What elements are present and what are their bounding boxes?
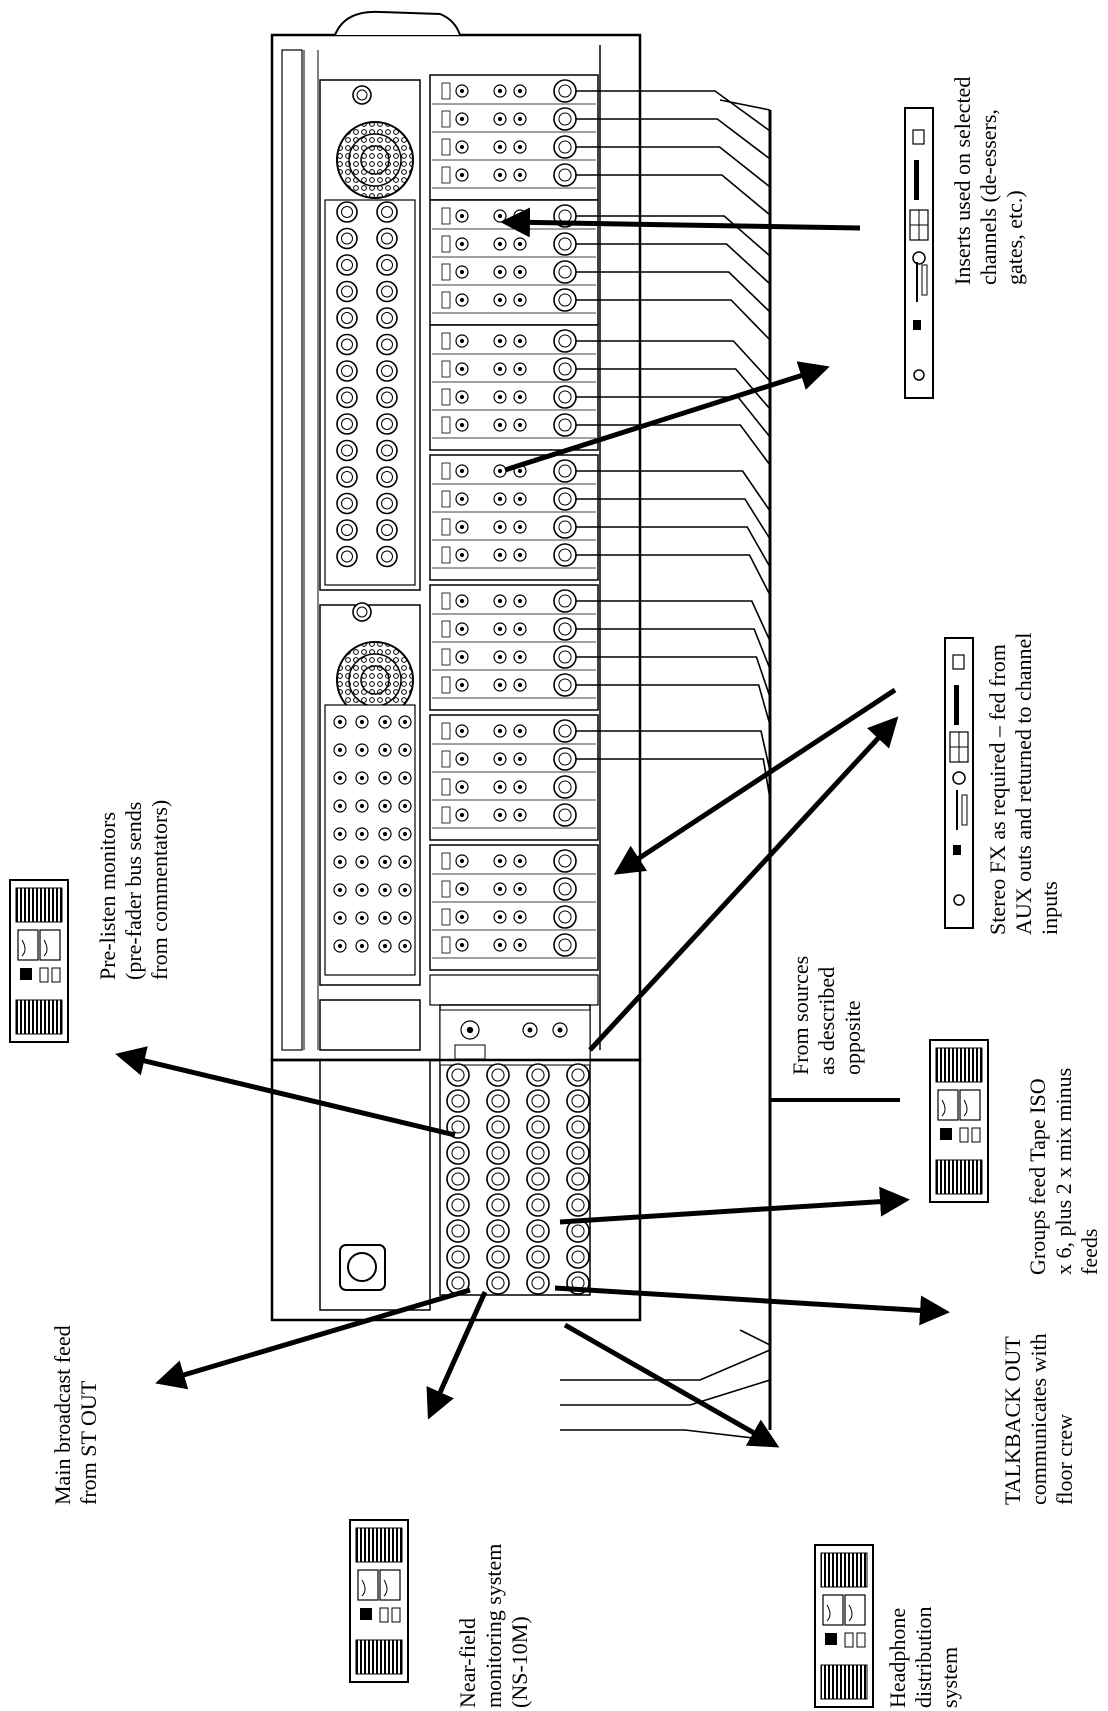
- rear-xlr-inputs: [325, 86, 415, 1084]
- talkback-arrow: [555, 1288, 945, 1312]
- stereo-fx-return-arrow: [618, 690, 895, 872]
- headphone-arrow: [565, 1325, 775, 1445]
- prelisten-monitor-amp-icon: [10, 880, 68, 1042]
- stereo-fx-processor-icon: [945, 638, 973, 928]
- groups-arrow: [560, 1200, 905, 1222]
- inserts-processor-icon: [905, 108, 933, 398]
- channel-input-modules: [430, 75, 598, 1005]
- main-broadcast-arrow: [160, 1290, 470, 1382]
- mixing-console-icon: [272, 12, 640, 1320]
- headphone-amp-icon: [815, 1545, 873, 1707]
- nearfield-amp-icon: [350, 1520, 408, 1682]
- tape-iso-recorder-icon: [930, 1040, 988, 1202]
- nearfield-arrow: [430, 1292, 485, 1415]
